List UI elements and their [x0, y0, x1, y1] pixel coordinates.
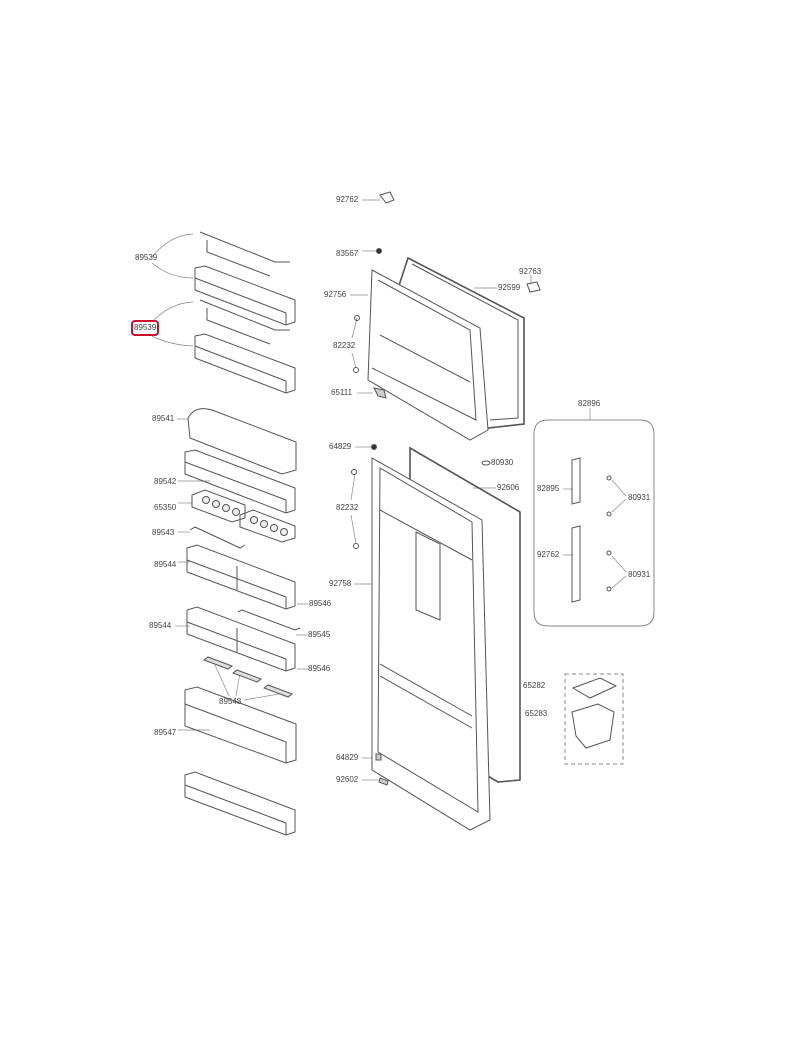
- stopper: [354, 315, 360, 321]
- part-label[interactable]: 92599: [498, 283, 521, 292]
- door-bins: [186, 544, 301, 672]
- freezer-door: [367, 256, 525, 441]
- bushing: [375, 753, 382, 761]
- part-label[interactable]: 80931: [628, 493, 651, 502]
- part-label[interactable]: 89542: [154, 477, 177, 486]
- ice-group-box: [564, 673, 624, 765]
- part-label[interactable]: 89539: [135, 253, 158, 262]
- part-label[interactable]: 82895: [537, 484, 560, 493]
- part-label[interactable]: 92762: [537, 550, 560, 559]
- part-label[interactable]: 89547: [154, 728, 177, 737]
- part-label[interactable]: 65282: [523, 681, 546, 690]
- part-label[interactable]: 89543: [152, 528, 175, 537]
- dairy-and-bottle-shelf: [184, 408, 297, 514]
- part-label[interactable]: 92763: [519, 267, 542, 276]
- screw: [376, 248, 382, 254]
- part-label[interactable]: 64829: [336, 753, 359, 762]
- hinge-bottom: [378, 777, 389, 786]
- part-label[interactable]: 89545: [308, 630, 331, 639]
- part-label[interactable]: 82232: [336, 503, 359, 512]
- part-label[interactable]: 92762: [336, 195, 359, 204]
- part-label[interactable]: 92758: [329, 579, 352, 588]
- part-label[interactable]: 83567: [336, 249, 359, 258]
- part-label[interactable]: 82896: [578, 399, 601, 408]
- dividers: [202, 656, 294, 698]
- part-label[interactable]: 89546: [308, 664, 331, 673]
- rail-wire: [189, 526, 246, 549]
- ice-lid: [571, 677, 618, 699]
- cap-right: [526, 281, 541, 293]
- egg-trays: [191, 489, 296, 543]
- part-label[interactable]: 92756: [324, 290, 347, 299]
- part-label[interactable]: 92602: [336, 775, 359, 784]
- part-label-highlighted[interactable]: 89539: [130, 320, 160, 336]
- part-label[interactable]: 89541: [152, 414, 175, 423]
- top-cap: [379, 191, 395, 204]
- kit-brackets: [571, 457, 612, 603]
- part-label[interactable]: 89546: [309, 599, 332, 608]
- part-label[interactable]: 80931: [628, 570, 651, 579]
- part-label[interactable]: 89548: [219, 697, 242, 706]
- part-label[interactable]: 65350: [154, 503, 177, 512]
- part-label[interactable]: 89544: [154, 560, 177, 569]
- upper-shelves: [194, 231, 296, 394]
- ice-box: [571, 703, 615, 749]
- plug: [481, 460, 491, 466]
- part-label[interactable]: 92606: [497, 483, 520, 492]
- part-label[interactable]: 65111: [331, 388, 353, 397]
- fridge-door: [371, 446, 521, 831]
- hinge: [373, 387, 387, 399]
- part-label[interactable]: 64829: [329, 442, 352, 451]
- part-label[interactable]: 80930: [491, 458, 514, 467]
- part-label[interactable]: 65283: [525, 709, 548, 718]
- part-label[interactable]: 82232: [333, 341, 356, 350]
- kit-group-box: [533, 419, 655, 627]
- part-label[interactable]: 89544: [149, 621, 172, 630]
- leader-lines: [151, 199, 627, 781]
- big-bins: [184, 686, 297, 836]
